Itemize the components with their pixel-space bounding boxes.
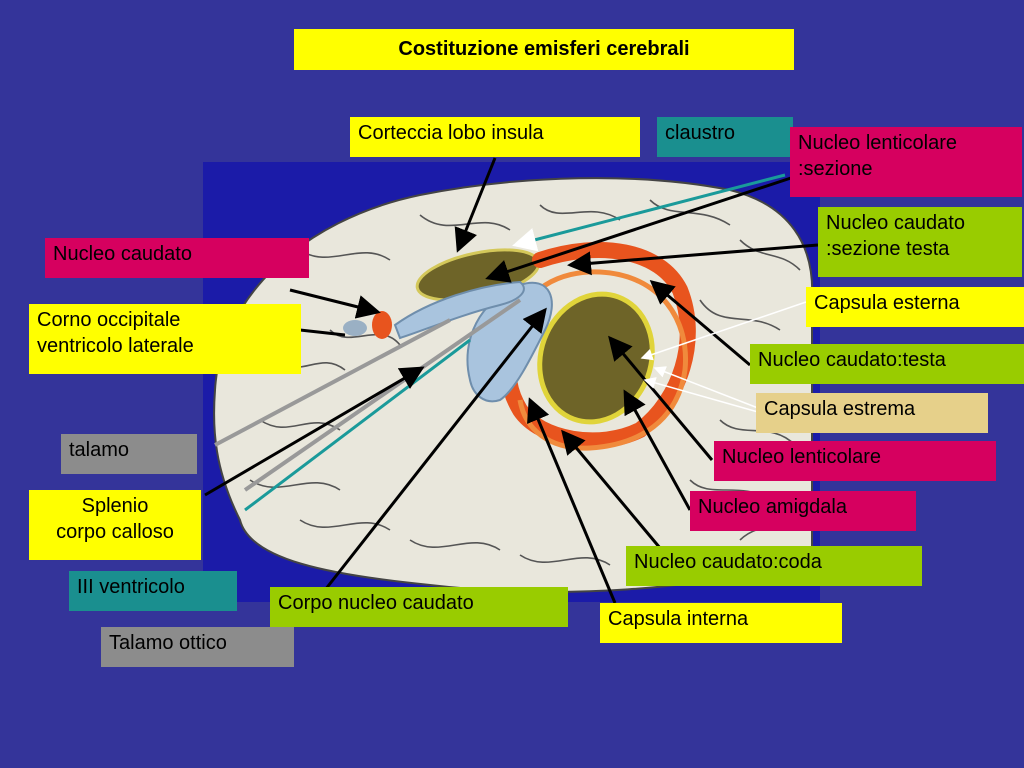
- label-talamo-ottico: Talamo ottico: [101, 627, 294, 667]
- label-line-2: ventricolo laterale: [37, 335, 194, 357]
- label-line-2: corpo calloso: [56, 521, 174, 543]
- label-line-1: Nucleo lenticolare: [798, 132, 957, 154]
- label-capsula-esterna: Capsula esterna: [806, 287, 1024, 327]
- label-talamo: talamo: [61, 434, 197, 474]
- label-line-1: Splenio: [81, 495, 149, 517]
- label-line-1: Nucleo caudato: [826, 212, 965, 234]
- amigdala-leader: [623, 389, 692, 511]
- label-iii-ventricolo: III ventricolo: [69, 571, 237, 611]
- ventricle-body: [393, 280, 525, 340]
- caudato-testa-leader: [649, 280, 751, 367]
- label-caudato-testa: Nucleo caudato:testa: [750, 344, 1024, 384]
- page-title: Costituzione emisferi cerebrali: [294, 29, 794, 70]
- label-corpo-nucleo-caudato: Corpo nucleo caudato: [270, 587, 568, 627]
- label-nucleo-amigdala: Nucleo amigdala: [690, 491, 916, 531]
- lenticolare-leader: [608, 335, 714, 461]
- label-line-2: :sezione testa: [826, 238, 950, 260]
- label-capsula-estrema: Capsula estrema: [756, 393, 988, 433]
- capsula-interna-leader: [527, 397, 617, 604]
- label-line-2: :sezione: [798, 158, 873, 180]
- label-nucleo-caudato: Nucleo caudato: [45, 238, 309, 278]
- label-line-1: Corno occipitale: [37, 309, 181, 331]
- label-nucleo-lenticolare-sezione: Nucleo lenticolare :sezione: [790, 127, 1022, 197]
- talamo-arrow: [214, 318, 451, 447]
- iii-ventricolo-arrow: [244, 338, 471, 512]
- splenio-leader: [204, 366, 425, 497]
- corno-leader: [299, 328, 346, 337]
- label-caudato-coda: Nucleo caudato:coda: [626, 546, 922, 586]
- label-corteccia-insula: Corteccia lobo insula: [350, 117, 640, 157]
- capsula-esterna-leader: [640, 301, 807, 361]
- capsula-estrema-leader-b: [643, 377, 759, 413]
- lenticolare-sezione-leader: [485, 173, 801, 283]
- label-capsula-interna: Capsula interna: [600, 603, 842, 643]
- label-corno-occipitale: Corno occipitale ventricolo laterale: [29, 304, 301, 374]
- corpo-caudato-leader: [323, 307, 547, 591]
- caudato-sezione-leader: [567, 243, 819, 276]
- label-claustro: claustro: [657, 117, 793, 157]
- talamo-ottico-arrow: [243, 298, 522, 492]
- occipital-horn: [372, 311, 392, 339]
- nucleo-caudato-leader: [289, 288, 381, 319]
- capsula-estrema-leader-a: [653, 366, 759, 409]
- label-caudato-sezione-testa: Nucleo caudato :sezione testa: [818, 207, 1022, 277]
- claustro-arrow: [512, 173, 786, 252]
- splenium: [343, 320, 367, 336]
- insula-leader: [454, 157, 497, 253]
- label-nucleo-lenticolare: Nucleo lenticolare: [714, 441, 996, 481]
- label-splenio: Splenio corpo calloso: [29, 490, 201, 560]
- caudato-coda-leader: [561, 429, 662, 549]
